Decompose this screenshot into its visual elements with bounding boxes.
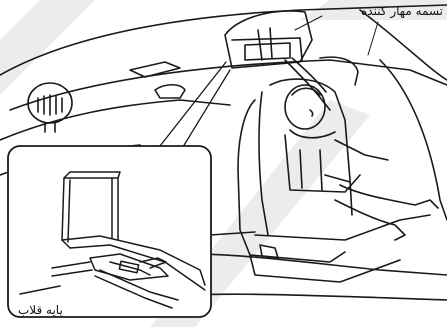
left-headrest [28, 83, 72, 132]
top-tether-label: تسمه مهار کننده [361, 4, 443, 18]
tether-anchor-box [225, 11, 312, 68]
inset-detail [8, 146, 211, 317]
anchor-label: پایه قلاب [18, 303, 63, 317]
rear-seat-back [0, 100, 230, 140]
parcel-shelf [10, 60, 447, 110]
